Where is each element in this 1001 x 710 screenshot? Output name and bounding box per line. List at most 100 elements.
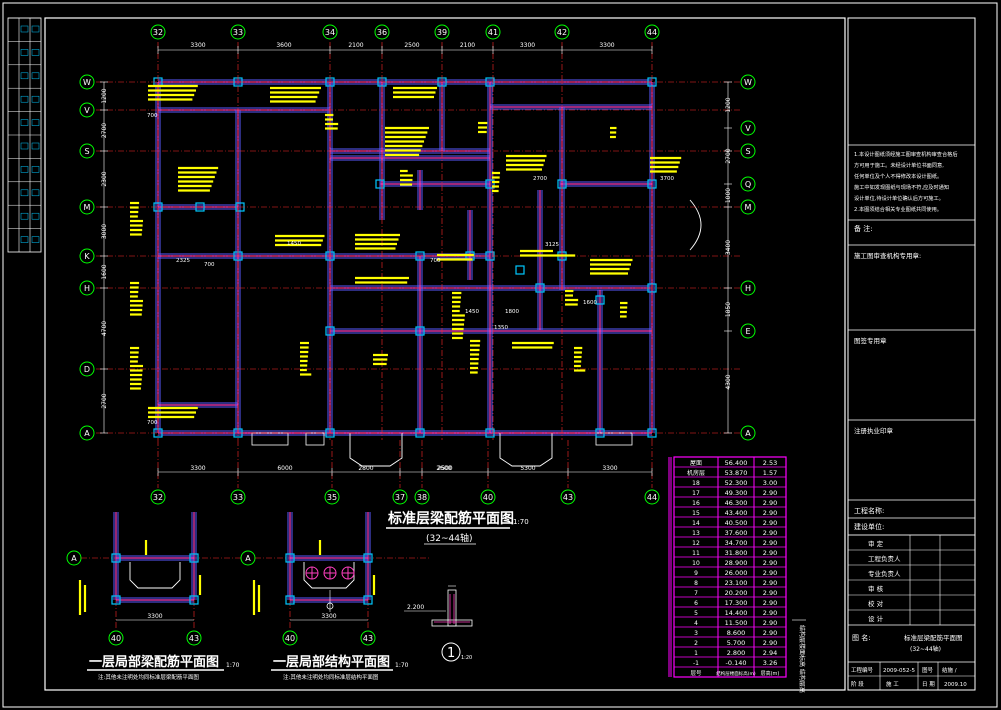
axis-bubble-top	[434, 24, 450, 40]
table-cell-floor: 1	[694, 650, 698, 657]
strip-mark	[31, 236, 40, 243]
table-cell-height: 2.90	[763, 629, 777, 637]
strip-mark	[20, 236, 29, 243]
axis-bubble-right-label: H	[745, 284, 751, 293]
mid-local-title: 一层局部结构平面图 1:70 注:其他未注明处均同标准层结构平面图	[271, 654, 409, 681]
bay-window	[499, 433, 553, 467]
column	[189, 553, 199, 563]
dim-text-top: 3300	[520, 42, 535, 49]
table-cell-height: 2.90	[763, 589, 777, 597]
axis-bubble-top	[322, 24, 338, 40]
beam-label	[393, 86, 437, 99]
table-cell-height: 2.53	[763, 459, 777, 467]
table-cell-elev: 46.300	[725, 499, 748, 507]
axis-bubble-bottom-label: 44	[647, 493, 657, 502]
axis-bubble-top-label: 32	[153, 28, 163, 37]
table-cell-elev: 56.400	[725, 459, 748, 467]
beam-label	[130, 201, 144, 236]
table-cell-height: 2.90	[763, 509, 777, 517]
local-axis-label: 43	[189, 634, 199, 643]
arc-window	[689, 199, 702, 251]
local-dim-tag: 1600	[583, 300, 597, 306]
table-cell-elev: 31.800	[725, 549, 748, 557]
drawing-name-label: 图 名:	[852, 633, 871, 642]
table-cell-floor: 9	[694, 570, 698, 577]
axis-bubble-top-label: 36	[377, 28, 387, 37]
column	[363, 595, 373, 605]
left-scale: 1:70	[226, 662, 240, 669]
table-cell-height: 2.90	[763, 559, 777, 567]
remark-label: 备 注:	[854, 224, 873, 233]
axis-bubble-top	[554, 24, 570, 40]
beam-label	[325, 113, 339, 130]
axis-bubble-top-label: 44	[647, 28, 657, 37]
axis-bubble-bottom-label: 43	[563, 493, 573, 502]
table-cell-height: 2.90	[763, 569, 777, 577]
table-cell-elev: 28.900	[725, 559, 748, 567]
table-cell-elev: 2.800	[727, 649, 746, 657]
column	[111, 553, 121, 563]
table-cell-elev: 17.300	[725, 599, 748, 607]
table-cell-elev: 43.400	[725, 509, 748, 517]
axis-bubble-right-label: S	[745, 147, 750, 156]
strip-mark	[20, 95, 29, 103]
table-cell-elev: 40.500	[725, 519, 748, 527]
beam-label	[300, 341, 312, 376]
strip-mark	[20, 212, 29, 220]
table-cell-floor: 18	[692, 480, 700, 487]
axis-bubble-bottom	[324, 489, 340, 505]
table-cell-floor: 17	[692, 490, 700, 497]
table-cell-floor: 3	[694, 630, 698, 637]
beam-label	[520, 249, 576, 257]
title-block-frame	[847, 17, 976, 691]
table-cell-floor: 10	[692, 560, 700, 567]
table-cell-height: 2.90	[763, 599, 777, 607]
dim-text-left: 2700	[101, 393, 108, 408]
local-dim-text: 3300	[321, 613, 336, 620]
table-side-bar	[668, 457, 672, 677]
note-line: 设计单位,待设计单位确认后方可施工。	[854, 194, 944, 202]
axis-bubble-top-label: 42	[557, 28, 567, 37]
local-axis-label: 40	[111, 634, 121, 643]
local-axis-bubble	[360, 630, 376, 646]
detail-label: 1	[447, 646, 455, 661]
axis-bubble-left-label: M	[84, 203, 91, 212]
table-cell-height: 2.94	[763, 649, 777, 657]
axis-bubble-bottom-label: 32	[153, 493, 163, 502]
axis-bubble-bottom-label: 33	[233, 493, 243, 502]
strip-mark	[31, 142, 40, 150]
beam-label	[512, 341, 554, 349]
local-dim-tag: 700	[147, 113, 158, 119]
note-line: 任何单位及个人不得修改本设计图纸。	[854, 172, 942, 180]
axis-bubble-top-label: 33	[233, 28, 243, 37]
note-line: 施工中如发现图纸与现场不符,应及时通知	[854, 183, 949, 191]
table-footer-height: 层高(m)	[761, 670, 780, 677]
dim-text-top: 3300	[190, 42, 205, 49]
local-dim-tag: 1450	[287, 241, 301, 247]
axis-bubble-bottom	[480, 489, 496, 505]
axis-bubble-right	[740, 323, 756, 339]
axis-bubble-left-label: D	[84, 365, 90, 374]
table-cell-elev: 14.400	[725, 609, 748, 617]
beam-label	[373, 353, 388, 366]
local-dim-tag: 700	[147, 420, 158, 426]
note-line: 1.本设计图纸须经施工图审查机构审查合格后	[854, 150, 958, 158]
axis-bubble-bottom-label: 40	[483, 493, 493, 502]
local-axis-label: A	[71, 554, 77, 563]
note-line: 方可用于施工。未经设计单位书面同意,	[854, 161, 944, 169]
axis-bubble-bottom-label: 37	[395, 493, 405, 502]
table-cell-floor: 11	[692, 550, 700, 557]
main-title-block: 标准层梁配筋平面图 1:70 (32~44轴)	[386, 510, 529, 545]
beam-label	[275, 234, 325, 247]
table-cell-elev: 34.700	[725, 539, 748, 547]
dim-text-bottom: 6000	[277, 465, 292, 472]
local-axis-label: 43	[363, 634, 373, 643]
dim-text-top: 2100	[348, 42, 363, 49]
dim-text-right: 2700	[725, 148, 732, 163]
local-dim-tag: 3125	[545, 242, 559, 248]
beam-label	[148, 84, 198, 101]
axis-bubble-left-label: S	[84, 147, 89, 156]
axis-bubble-top-label: 39	[437, 28, 447, 37]
